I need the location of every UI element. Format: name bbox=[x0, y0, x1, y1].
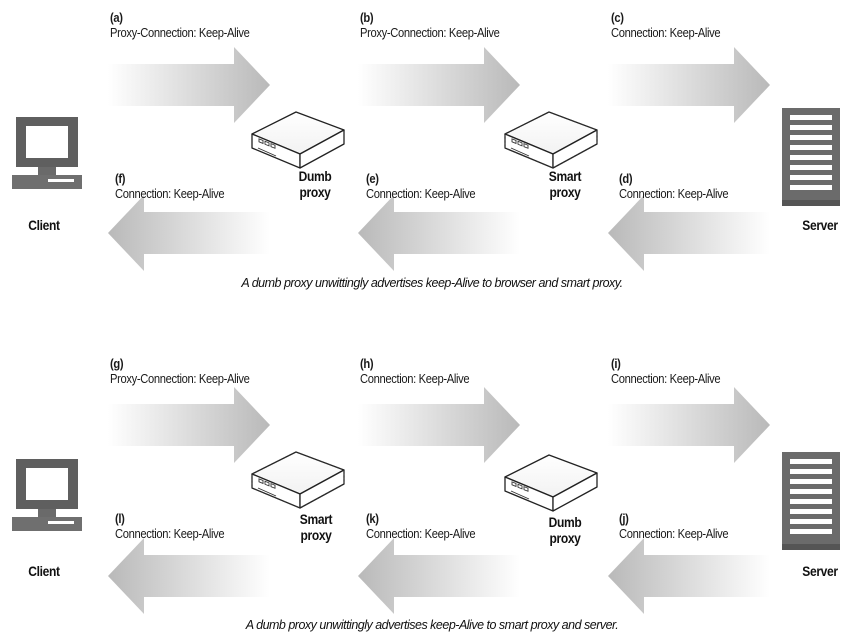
proxy-2-label: Smart proxy bbox=[548, 168, 582, 200]
arrow-f bbox=[108, 195, 270, 271]
panel-1-graphics bbox=[12, 47, 840, 271]
arrow-i bbox=[608, 387, 770, 463]
client-computer-icon bbox=[12, 117, 82, 189]
label-g: (g) Proxy-Connection: Keep-Alive bbox=[110, 356, 250, 386]
label-e: (e) Connection: Keep-Alive bbox=[366, 171, 476, 201]
client-label: Client bbox=[28, 217, 60, 233]
smart-proxy-outline bbox=[504, 111, 598, 169]
arrow-k bbox=[358, 538, 520, 614]
label-h: (h) Connection: Keep-Alive bbox=[360, 356, 470, 386]
label-i: (i) Connection: Keep-Alive bbox=[611, 356, 721, 386]
label-b: (b) Proxy-Connection: Keep-Alive bbox=[360, 10, 500, 40]
arrow-e bbox=[358, 195, 520, 271]
caption-panel-2: A dumb proxy unwittingly advertises keep… bbox=[245, 618, 619, 632]
smart-proxy-outline bbox=[251, 451, 345, 509]
label-l: (l) Connection: Keep-Alive bbox=[115, 511, 225, 541]
client-label: Client bbox=[28, 563, 60, 579]
server-icon bbox=[782, 108, 840, 206]
arrow-a bbox=[108, 47, 270, 123]
arrow-h bbox=[358, 387, 520, 463]
proxy-1-label: Dumb proxy bbox=[298, 168, 332, 200]
proxy-1-label: Smart proxy bbox=[299, 511, 333, 543]
server-icon bbox=[782, 452, 840, 550]
arrow-d bbox=[608, 195, 770, 271]
server-label: Server bbox=[802, 563, 838, 579]
label-a: (a) Proxy-Connection: Keep-Alive bbox=[110, 10, 250, 40]
arrow-l bbox=[108, 538, 270, 614]
dumb-proxy-box-icon bbox=[504, 454, 598, 512]
smart-proxy-box-icon bbox=[504, 111, 598, 169]
label-k: (k) Connection: Keep-Alive bbox=[366, 511, 476, 541]
arrow-g bbox=[108, 387, 270, 463]
smart-proxy-box-icon bbox=[251, 451, 345, 509]
client-computer-icon bbox=[12, 459, 82, 531]
caption-panel-1: A dumb proxy unwittingly advertises keep… bbox=[241, 276, 623, 290]
dumb-proxy-box-icon bbox=[251, 111, 345, 169]
label-f: (f) Connection: Keep-Alive bbox=[115, 171, 225, 201]
arrow-b bbox=[358, 47, 520, 123]
arrow-j bbox=[608, 538, 770, 614]
label-c: (c) Connection: Keep-Alive bbox=[611, 10, 721, 40]
server-label: Server bbox=[802, 217, 838, 233]
label-j: (j) Connection: Keep-Alive bbox=[619, 511, 729, 541]
label-d: (d) Connection: Keep-Alive bbox=[619, 171, 729, 201]
arrow-c bbox=[608, 47, 770, 123]
proxy-2-label: Dumb proxy bbox=[548, 514, 582, 546]
panel-2-graphics bbox=[12, 387, 840, 614]
